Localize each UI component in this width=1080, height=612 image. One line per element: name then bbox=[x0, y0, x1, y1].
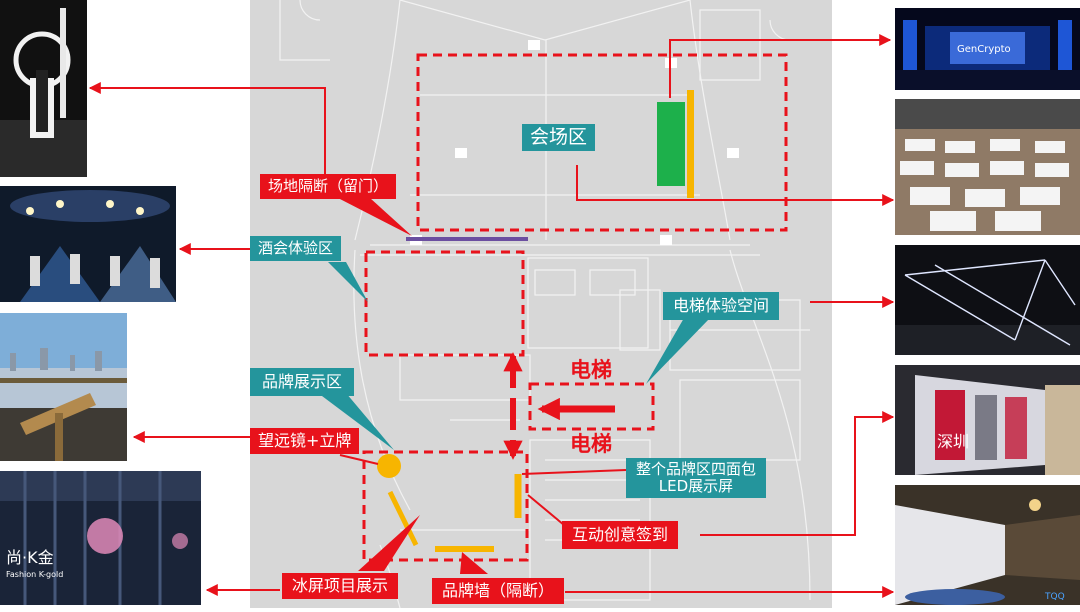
checkin-label: 互动创意签到 bbox=[562, 521, 679, 549]
svg-text:TQQ: TQQ bbox=[1044, 592, 1065, 602]
brand-display-label: 品牌展示区 bbox=[250, 368, 355, 396]
white-seating-hall-photo bbox=[895, 99, 1080, 235]
svg-text:GenCrypto: GenCrypto bbox=[957, 44, 1011, 55]
led-label: 整个品牌区四面包LED展示屏 bbox=[626, 458, 766, 498]
ice-screen-label: 冰屏项目展示 bbox=[282, 573, 399, 599]
ice-screen-glass-photo: 尚·K金 Fashion K-gold bbox=[0, 471, 201, 605]
cocktail-party-photo bbox=[0, 186, 176, 302]
venue-zone-label: 会场区 bbox=[522, 124, 596, 151]
led-wall-photo: 深圳 bbox=[895, 365, 1080, 475]
brand-wall-corridor-photo: TQQ bbox=[895, 485, 1080, 605]
elevator-label-lower: 电梯 bbox=[570, 432, 612, 456]
stage-launch-photo: GenCrypto bbox=[895, 8, 1080, 90]
svg-text:深圳: 深圳 bbox=[937, 432, 969, 451]
laser-light-space-photo bbox=[895, 245, 1080, 355]
brand-wall-label: 品牌墙（隔断） bbox=[432, 578, 565, 604]
partition-label: 场地隔断（留门） bbox=[260, 174, 397, 199]
elevator-label-upper: 电梯 bbox=[570, 358, 612, 382]
keyhole-entrance-photo bbox=[0, 0, 87, 177]
elevator-space-label: 电梯体验空间 bbox=[663, 292, 780, 320]
wine-zone-label: 酒会体验区 bbox=[250, 236, 342, 261]
telescope-label: 望远镜+立牌 bbox=[250, 428, 360, 454]
svg-text:尚·K金: 尚·K金 bbox=[6, 548, 54, 567]
telescope-city-view-photo bbox=[0, 313, 127, 461]
svg-text:Fashion K-gold: Fashion K-gold bbox=[6, 570, 63, 579]
